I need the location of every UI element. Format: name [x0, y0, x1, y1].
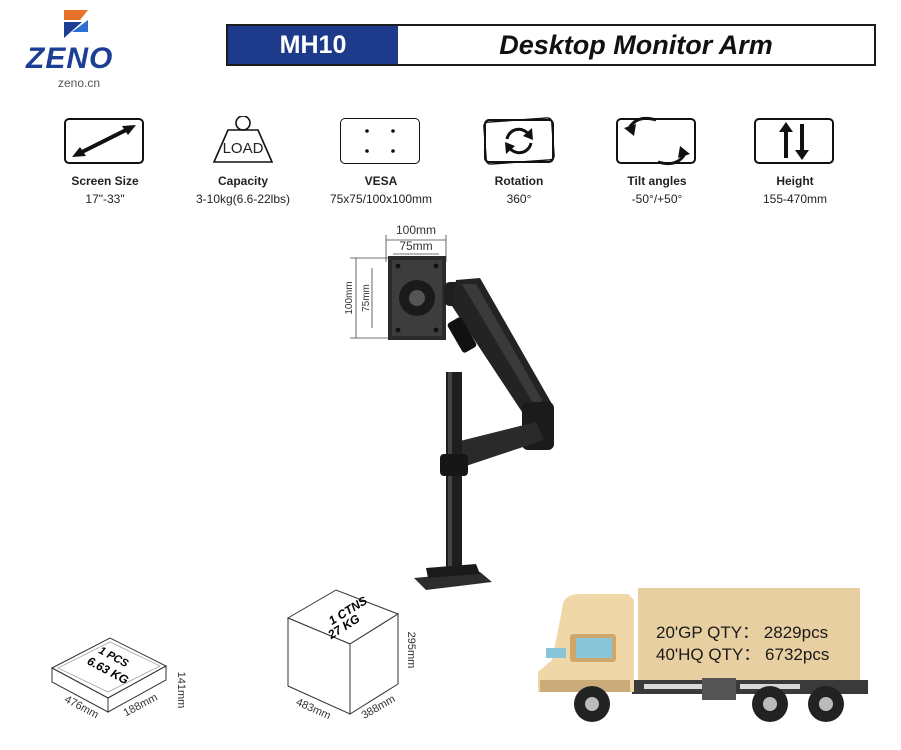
spec-vesa: VESA 75x75/100x100mm	[316, 118, 446, 206]
weight-icon-text: LOAD	[222, 140, 264, 157]
vesa-inner-width: 75mm	[399, 239, 432, 253]
spec-screen-size: Screen Size 17"-33"	[40, 118, 170, 206]
spec-label: Capacity	[217, 174, 269, 188]
height-icon	[754, 118, 836, 166]
spec-label: Height	[776, 174, 814, 188]
single-package-box: 1 PCS 6.63 KG 476mm 188mm 141mm	[50, 637, 187, 721]
logo-mark-icon	[64, 10, 88, 38]
model-number: MH10	[228, 26, 398, 64]
spec-label: Screen Size	[71, 174, 139, 188]
monitor-arm-illustration: 100mm 75mm 100mm 75mm	[344, 223, 554, 590]
spec-value: 75x75/100x100mm	[329, 192, 433, 206]
spec-capacity: LOAD Capacity 3-10kg(6.6-22lbs)	[178, 116, 308, 206]
brand-logo: ZENO zeno.cn	[18, 8, 148, 90]
carton-box: 1 CTNS 27 KG 483mm 388mm 295mm	[286, 589, 417, 722]
vesa-inner-height: 75mm	[361, 284, 372, 312]
vesa-outer-width: 100mm	[396, 223, 436, 237]
spec-value: -50°/+50°	[631, 192, 683, 206]
spec-tilt: Tilt angles -50°/+50°	[592, 116, 722, 206]
spec-value: 155-470mm	[762, 192, 828, 206]
weight-icon: LOAD	[202, 116, 284, 166]
spec-label: Rotation	[494, 174, 544, 188]
header-bar: MH10 Desktop Monitor Arm	[226, 24, 876, 66]
logo-site: zeno.cn	[58, 76, 101, 90]
spec-value: 3-10kg(6.6-22lbs)	[195, 192, 291, 206]
logo-wordmark: ZENO	[26, 42, 114, 75]
package-height: 141mm	[175, 672, 187, 709]
vesa-pattern-icon	[340, 118, 422, 166]
qty-20gp: 20'GP QTY： 2829pcs	[656, 623, 829, 642]
qty-40hq: 40'HQ QTY： 6732pcs	[656, 645, 830, 664]
spec-label: VESA	[364, 174, 398, 188]
carton-height: 295mm	[405, 632, 417, 669]
tilt-icon	[616, 116, 698, 166]
spec-rotation: Rotation 360°	[454, 117, 584, 206]
spec-height: Height 155-470mm	[730, 118, 860, 206]
spec-value: 17"-33"	[85, 192, 125, 206]
diagonal-arrow-icon	[64, 118, 146, 166]
rotation-icon	[478, 117, 560, 166]
spec-label: Tilt angles	[627, 174, 687, 188]
vesa-outer-height: 100mm	[344, 281, 355, 314]
shipping-truck: 20'GP QTY： 2829pcs 40'HQ QTY： 6732pcs	[532, 588, 872, 728]
spec-value: 360°	[506, 192, 532, 206]
product-title: Desktop Monitor Arm	[499, 29, 773, 60]
